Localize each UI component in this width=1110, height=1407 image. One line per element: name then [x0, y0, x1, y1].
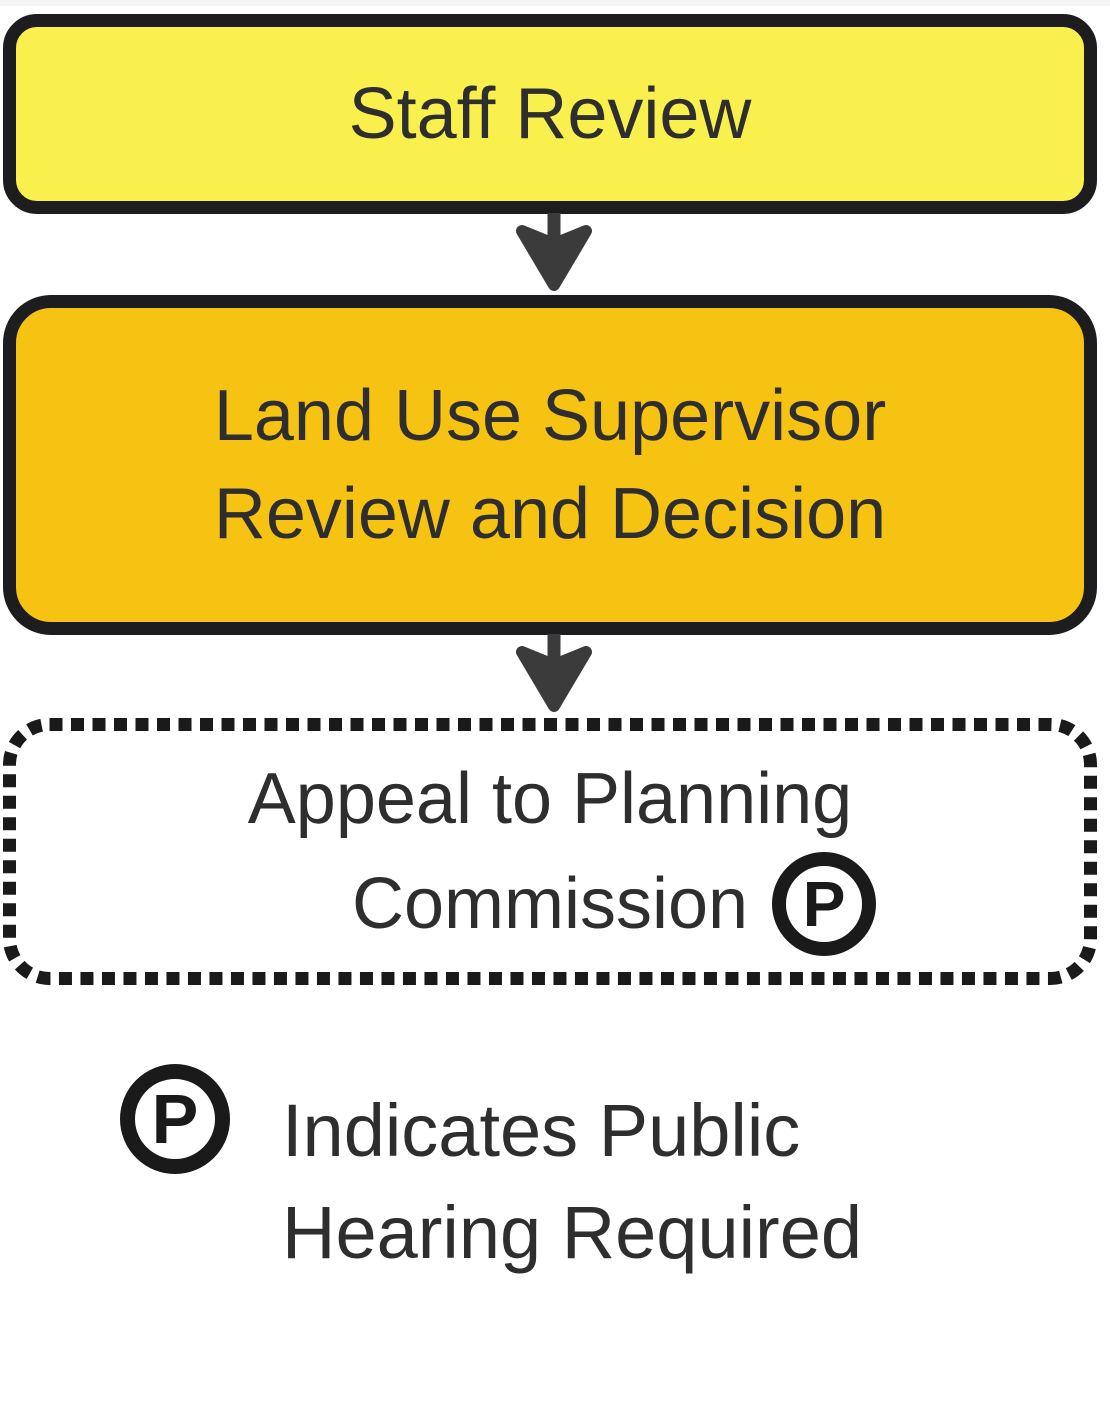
node-land-use-supervisor: Land Use Supervisor Review and Decision [3, 295, 1097, 635]
legend-text-line1: Indicates Public [282, 1089, 801, 1172]
legend-text: Indicates Public Hearing Required [282, 1080, 862, 1284]
node-land-use-supervisor-label-line1: Land Use Supervisor [213, 376, 887, 456]
legend-text-line2: Hearing Required [282, 1191, 863, 1274]
node-land-use-supervisor-label-line2: Review and Decision [213, 474, 887, 554]
node-appeal-label-line2-wrap: Commission P [351, 852, 877, 957]
circle-p-icon: P [772, 852, 877, 956]
node-staff-review: Staff Review [3, 14, 1097, 214]
arrow-down-icon [516, 634, 592, 712]
circle-p-letter: P [802, 868, 846, 940]
top-strip [0, 0, 1110, 6]
circle-p-letter: P [151, 1080, 199, 1158]
arrow-down-icon [516, 213, 592, 291]
node-appeal-label-line2: Commission [351, 863, 749, 944]
node-appeal-planning-commission: Appeal to Planning Commission P [3, 718, 1097, 985]
node-staff-review-label: Staff Review [348, 74, 752, 154]
circle-p-icon: P [120, 1064, 230, 1174]
node-appeal-label-line1: Appeal to Planning [247, 758, 853, 839]
